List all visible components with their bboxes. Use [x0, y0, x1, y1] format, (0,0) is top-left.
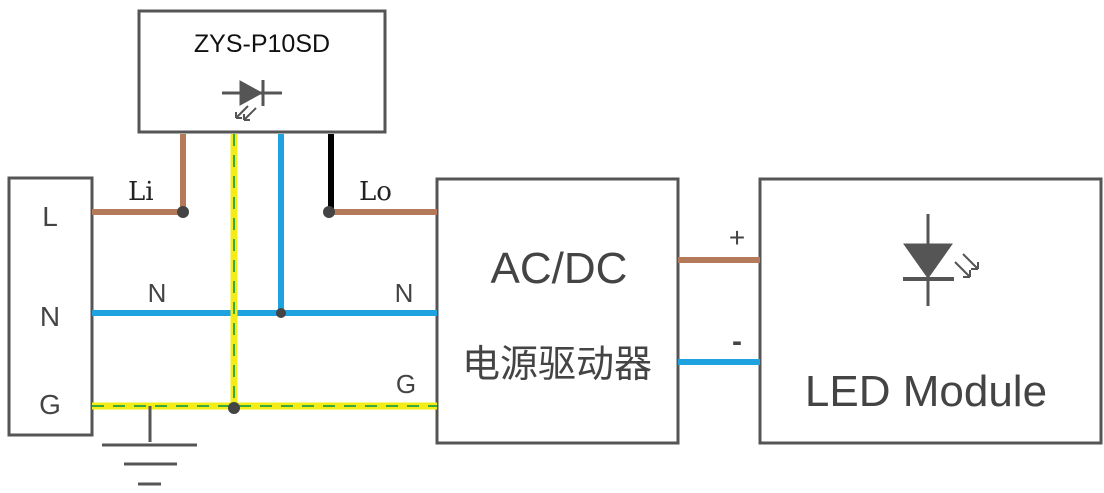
- line-out-label: Lo: [359, 177, 392, 207]
- positive-label: +: [729, 222, 745, 253]
- driver-subtitle: 电源驱动器: [462, 344, 652, 386]
- sensor-box: [137, 9, 387, 134]
- sensor-model-label: ZYS-P10SD: [194, 30, 330, 58]
- terminal-label-g: G: [39, 389, 61, 420]
- driver-box: [435, 177, 680, 445]
- terminal-label-n: N: [40, 301, 60, 332]
- ground-label: G: [396, 369, 416, 399]
- junction-dot: [177, 206, 189, 218]
- photodiode-icon: [222, 80, 282, 121]
- terminal-label-l: L: [42, 201, 58, 232]
- neutral-left-label: N: [148, 278, 167, 308]
- terminal-block: [7, 176, 94, 437]
- led-module-title: LED Module: [805, 367, 1047, 416]
- junction-dot: [228, 402, 240, 414]
- line-in-label: Li: [128, 177, 154, 207]
- led-module-box: [758, 177, 1103, 445]
- negative-label: -: [732, 325, 742, 358]
- neutral-right-label: N: [395, 278, 414, 308]
- earth-ground-icon: [102, 406, 197, 486]
- led-icon: [903, 214, 979, 306]
- junction-dot: [276, 308, 286, 318]
- junction-dot: [323, 206, 335, 218]
- driver-title: AC/DC: [491, 244, 628, 293]
